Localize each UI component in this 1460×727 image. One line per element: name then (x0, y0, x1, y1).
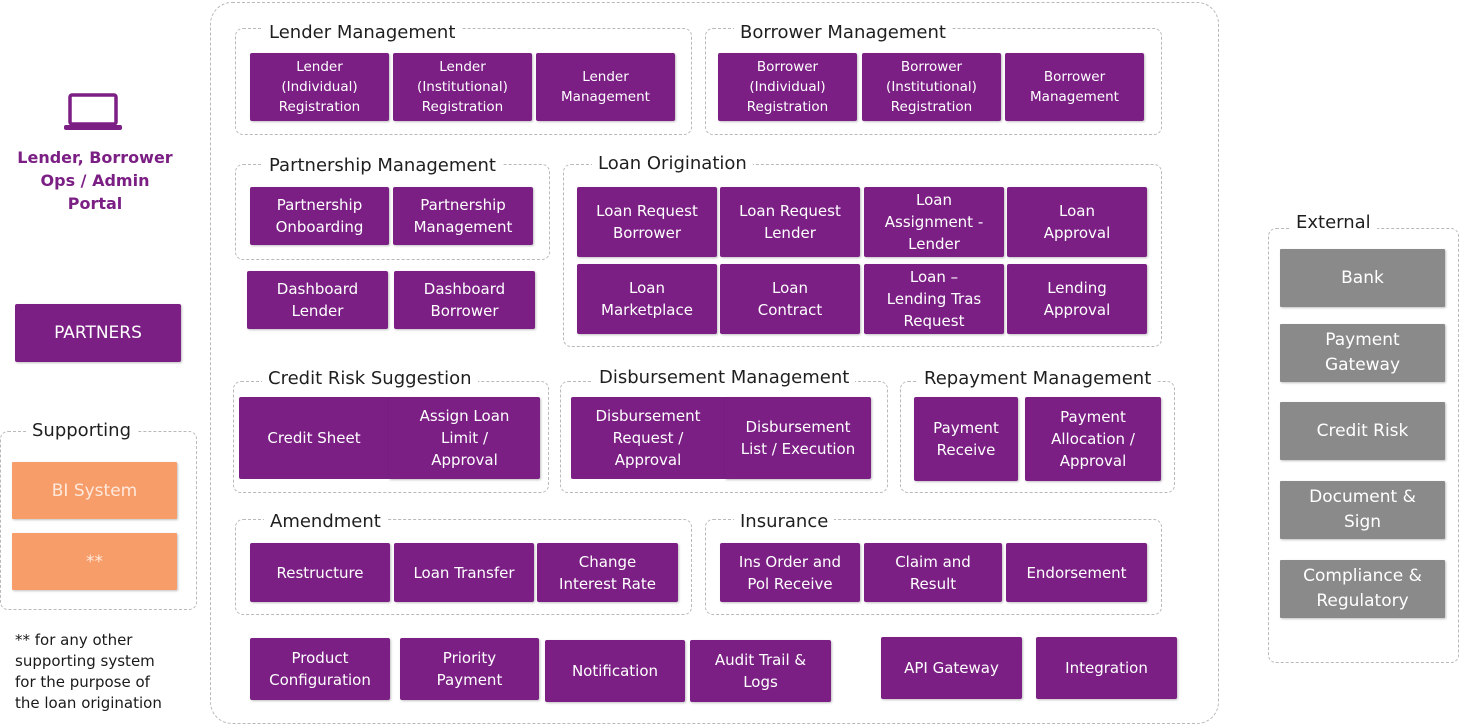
laptop-icon (62, 92, 124, 132)
disbursement-request-approval: Disbursement Request / Approval (571, 397, 725, 479)
lender-management-title: Lender Management (263, 22, 462, 44)
notification: Notification (545, 640, 685, 702)
disbursement-list-execution: Disbursement List / Execution (725, 397, 871, 479)
payment-receive: Payment Receive (914, 397, 1018, 481)
credit-risk-title: Credit Risk Suggestion (262, 368, 478, 390)
other-supporting-box: ** (12, 533, 177, 590)
loan-request-lender: Loan Request Lender (720, 187, 860, 257)
supporting-title: Supporting (26, 420, 137, 442)
core-platform-container (210, 2, 1219, 724)
borrower-individual-registration: Borrower (Individual) Registration (718, 53, 857, 121)
portal-label: Lender, Borrower Ops / Admin Portal (17, 148, 173, 213)
loan-marketplace: Loan Marketplace (577, 264, 717, 334)
dashboard-borrower: Dashboard Borrower (394, 271, 535, 329)
payment-allocation-approval: Payment Allocation / Approval (1025, 397, 1161, 481)
lender-individual-registration: Lender (Individual) Registration (250, 53, 389, 121)
lender-management-group (235, 28, 692, 135)
insurance-group (705, 519, 1162, 615)
audit-trail-logs: Audit Trail & Logs (690, 640, 831, 702)
borrower-management-box: Borrower Management (1005, 53, 1144, 121)
restructure: Restructure (250, 543, 390, 602)
ins-order-pol-receive: Ins Order and Pol Receive (720, 543, 860, 602)
document-sign-box: Document & Sign (1280, 481, 1445, 539)
product-configuration: Product Configuration (250, 638, 390, 700)
loan-origination-group (563, 164, 1162, 347)
partners-box: PARTNERS (15, 304, 181, 362)
lender-management-box: Lender Management (536, 53, 675, 121)
assign-loan-limit-approval: Assign Loan Limit / Approval (389, 397, 540, 479)
loan-assignment-lender: Loan Assignment - Lender (864, 187, 1004, 257)
bank-box: Bank (1280, 249, 1445, 307)
amendment-group (235, 519, 692, 615)
priority-payment: Priority Payment (400, 638, 539, 700)
borrower-management-title: Borrower Management (734, 22, 952, 44)
lender-institutional-registration: Lender (Institutional) Registration (393, 53, 532, 121)
endorsement: Endorsement (1006, 543, 1147, 602)
loan-request-borrower: Loan Request Borrower (577, 187, 717, 257)
api-gateway: API Gateway (881, 637, 1022, 699)
insurance-title: Insurance (734, 511, 835, 533)
dashboard-lender: Dashboard Lender (247, 271, 388, 329)
credit-sheet: Credit Sheet (239, 397, 389, 479)
footnote: ** for any other supporting system for t… (15, 631, 162, 712)
loan-contract: Loan Contract (720, 264, 860, 334)
compliance-regulatory-box: Compliance & Regulatory (1280, 560, 1445, 618)
amendment-title: Amendment (264, 511, 387, 533)
repayment-title: Repayment Management (918, 368, 1158, 390)
claim-and-result: Claim and Result (864, 543, 1002, 602)
change-interest-rate: Change Interest Rate (537, 543, 678, 602)
loan-transfer: Loan Transfer (394, 543, 534, 602)
lending-approval: Lending Approval (1007, 264, 1147, 334)
partnership-onboarding: Partnership Onboarding (250, 187, 389, 245)
borrower-institutional-registration: Borrower (Institutional) Registration (862, 53, 1001, 121)
loan-origination-title: Loan Origination (592, 153, 753, 175)
external-title: External (1290, 212, 1377, 234)
payment-gateway-box: Payment Gateway (1280, 324, 1445, 382)
integration: Integration (1036, 637, 1177, 699)
bi-system-box: BI System (12, 462, 177, 519)
disbursement-title: Disbursement Management (593, 367, 856, 389)
credit-risk-box: Credit Risk (1280, 402, 1445, 460)
partnership-management-title: Partnership Management (263, 155, 502, 177)
loan-approval: Loan Approval (1007, 187, 1147, 257)
partnership-management-box: Partnership Management (393, 187, 533, 245)
loan-lending-tras-request: Loan – Lending Tras Request (864, 264, 1004, 334)
